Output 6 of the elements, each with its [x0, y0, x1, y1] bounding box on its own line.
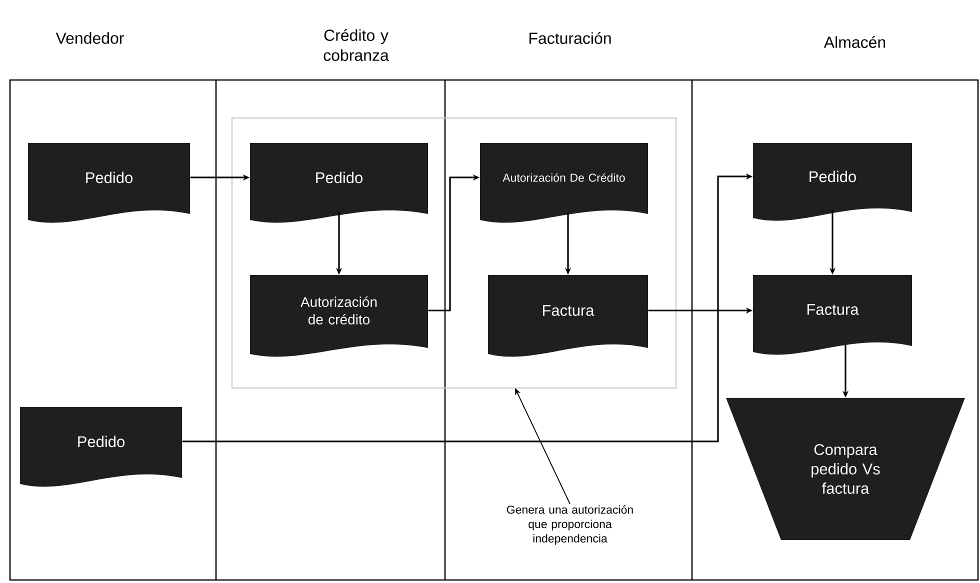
note-text: Genera una autorización que proporciona independencia [506, 505, 633, 545]
lane-header: Crédito y cobranza [324, 29, 389, 61]
lane-header: Facturación [530, 32, 611, 44]
group-frame [231, 117, 677, 389]
lane-header: Almacén [824, 36, 886, 48]
lane-header: Vendedor [56, 32, 124, 44]
